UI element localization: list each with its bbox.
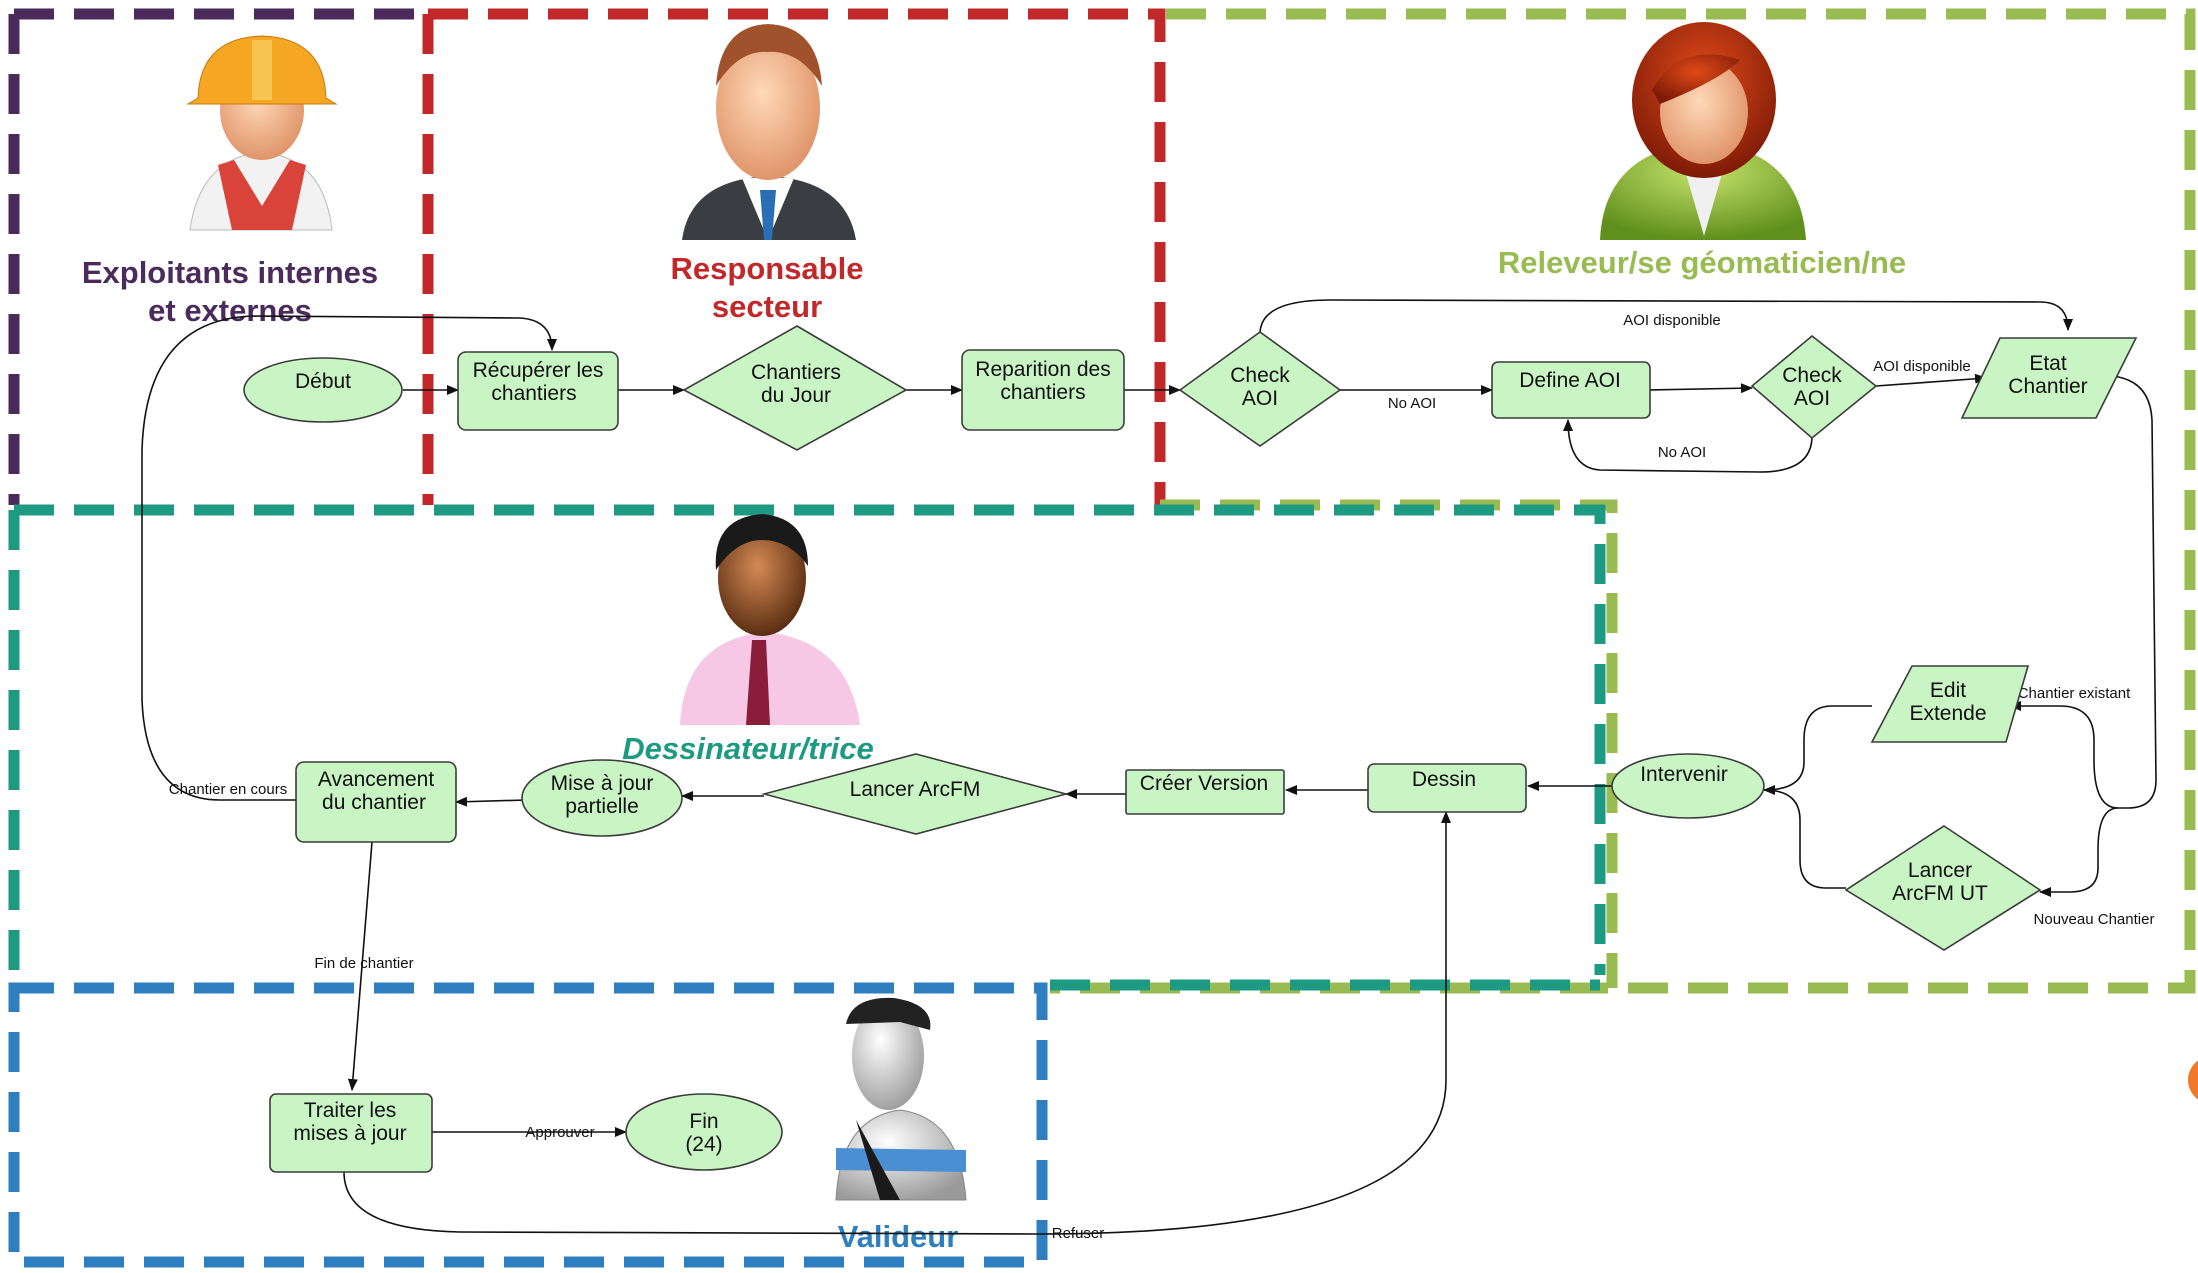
edge-intervenir-lancer [2039, 807, 2119, 897]
node-dessin-label: Dessin [1412, 768, 1476, 791]
node-lancer-arcfm-ut[interactable] [1844, 825, 2042, 951]
edge-lancer-intervenir [1763, 789, 1846, 889]
node-lancer-ut-label-2: ArcFM UT [1892, 882, 1988, 905]
edge-label-chantier-en-cours: Chantier en cours [169, 781, 287, 798]
node-edit-label-1: Edit [1930, 679, 1966, 702]
female-user-icon [1600, 22, 1806, 240]
node-avancement-label-1: Avancement [318, 768, 435, 791]
node-dessin[interactable] [1367, 763, 1527, 813]
node-fin[interactable] [625, 1093, 783, 1171]
node-debut[interactable] [243, 357, 403, 423]
edge-label-aoi-dispo-top: AOI disponible [1623, 312, 1721, 329]
edge-label-nouveau-chantier: Nouveau Chantier [2034, 911, 2155, 928]
node-reparition-label-1: Reparition des [975, 358, 1110, 381]
node-fin-label-1: Fin [689, 1110, 718, 1133]
node-mise-a-jour[interactable] [521, 759, 683, 837]
node-edit-extende[interactable] [1870, 665, 2030, 743]
node-mise-label-2: partielle [565, 795, 639, 818]
node-check2-label-2: AOI [1794, 387, 1830, 410]
edge-mise-avancement [455, 796, 527, 807]
lane-title-responsable-2: secteur [712, 289, 822, 324]
edge-label-chantier-existant: Chantier existant [2018, 685, 2131, 702]
node-creer-version[interactable] [1125, 769, 1285, 815]
lane-title-exploitants-1: Exploitants internes [82, 255, 378, 290]
node-chantiers-label-1: Chantiers [751, 361, 841, 384]
node-creer-label: Créer Version [1140, 772, 1268, 795]
edge-label-no-aoi-1: No AOI [1388, 395, 1436, 412]
node-intervenir[interactable] [1611, 753, 1765, 819]
node-check-aoi-2[interactable] [1750, 334, 1878, 440]
edge-label-approuver: Approuver [525, 1124, 594, 1141]
edge-label-refuser: Refuser [1052, 1225, 1105, 1242]
node-lancer-ut-label-1: Lancer [1908, 859, 1972, 882]
node-lancer-arcfm[interactable] [760, 753, 1070, 835]
node-traiter[interactable] [269, 1093, 433, 1173]
edge-check2-etat [1875, 373, 1987, 387]
lane-responsable-border [422, 8, 1166, 505]
construction-worker-icon [186, 35, 338, 231]
node-chantiers-du-jour[interactable] [682, 325, 908, 451]
node-mise-label-1: Mise à jour [551, 772, 654, 795]
lane-exploitants-border [8, 8, 428, 505]
lane-title-exploitants-2: et externes [148, 293, 312, 328]
node-traiter-label-1: Traiter les [304, 1099, 397, 1122]
node-check2-label-1: Check [1782, 364, 1842, 387]
edge-define-check2 [1649, 383, 1753, 394]
node-check-aoi-1[interactable] [1178, 331, 1342, 447]
orange-badge [2188, 1060, 2198, 1100]
lane-title-releveur: Releveur/se géomaticien/ne [1498, 245, 1906, 280]
node-etat-label-2: Chantier [2008, 375, 2087, 398]
node-check1-label-2: AOI [1242, 387, 1278, 410]
edge-intervenir-edit [2009, 701, 2119, 809]
lane-releveur-border [1050, 8, 2196, 994]
lane-dessinateur-border [8, 504, 1606, 991]
node-debut-label: Début [295, 370, 351, 393]
validator-user-icon [835, 997, 967, 1201]
node-intervenir-label: Intervenir [1640, 763, 1728, 786]
lane-valideur-border [8, 982, 1048, 1268]
lane-title-valideur: Valideur [838, 1219, 959, 1254]
edge-traiter-dessin-refuser [343, 811, 1451, 1235]
edge-label-aoi-dispo-2: AOI disponible [1873, 358, 1971, 375]
edge-label-no-aoi-2: No AOI [1658, 444, 1706, 461]
edge-check1-etat-top [1259, 299, 2073, 335]
lane-title-dessinateur: Dessinateur/trice [622, 731, 874, 766]
node-recuperer-label-1: Récupérer les [473, 359, 604, 382]
node-reparition[interactable] [961, 349, 1125, 431]
edge-check2-define-loop [1563, 419, 1813, 473]
node-edit-label-2: Extende [1909, 702, 1986, 725]
node-lancer-label: Lancer ArcFM [850, 778, 981, 801]
edge-edit-intervenir [1763, 705, 1872, 795]
node-define-label: Define AOI [1519, 369, 1621, 392]
node-chantiers-label-2: du Jour [761, 384, 831, 407]
lane-title-responsable-1: Responsable [671, 251, 864, 286]
node-traiter-label-2: mises à jour [293, 1122, 406, 1145]
node-define-aoi[interactable] [1491, 361, 1651, 419]
node-etat-chantier[interactable] [1960, 337, 2138, 419]
node-recuperer[interactable] [457, 351, 619, 431]
edge-label-fin-de-chantier: Fin de chantier [314, 955, 413, 972]
node-check1-label-1: Check [1230, 364, 1290, 387]
node-avancement[interactable] [295, 761, 457, 843]
node-recuperer-label-2: chantiers [491, 382, 576, 405]
node-fin-label-2: (24) [685, 1133, 722, 1156]
node-reparition-label-2: chantiers [1000, 381, 1085, 404]
edge-etat-down [2111, 375, 2157, 809]
edge-avancement-traiter [347, 841, 373, 1091]
node-etat-label-1: Etat [2029, 352, 2067, 375]
businessman-icon [682, 24, 856, 240]
edge-avancement-recuperer [141, 315, 557, 801]
node-avancement-label-2: du chantier [322, 791, 426, 814]
male-user-icon [680, 514, 860, 725]
